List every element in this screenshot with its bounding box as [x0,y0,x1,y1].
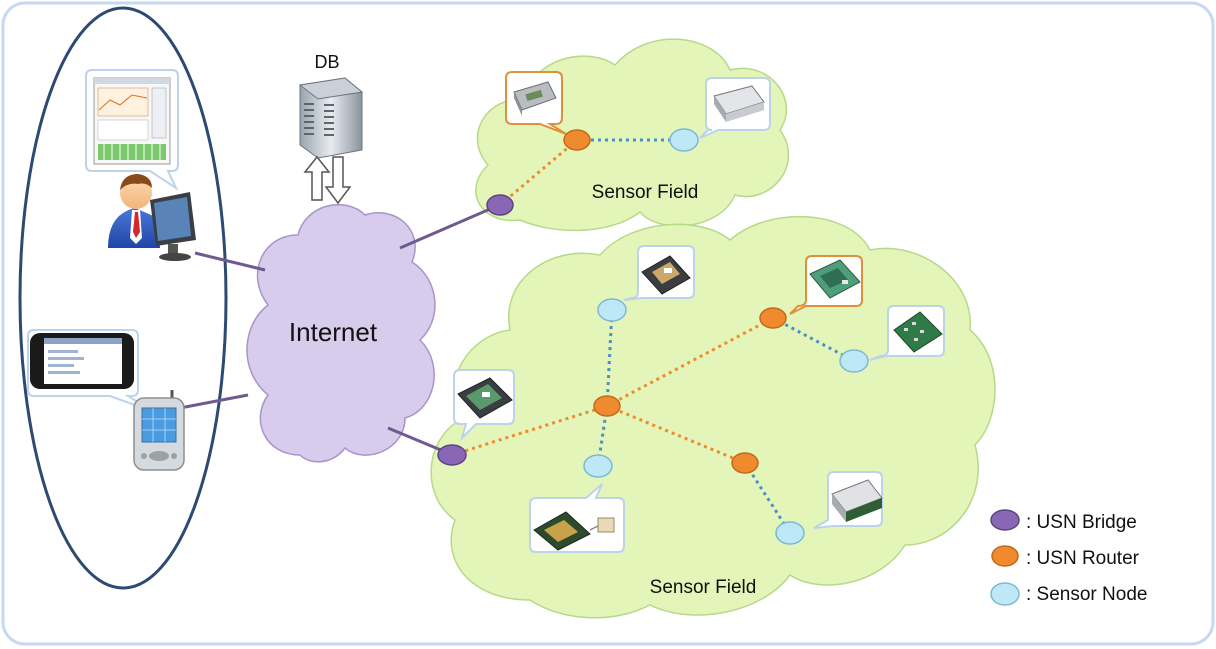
sensor-node-right [839,349,869,373]
sensor-node-bottom-right [775,521,805,545]
legend: : USN Bridge : USN Router : Sensor Node [990,509,1147,606]
client-group-ellipse [18,6,228,590]
usn-router-node-central [593,395,621,417]
link-internet-top-bridge [399,204,498,250]
network-nodes [437,128,869,545]
sensor-field-bottom-label: Sensor Field [650,577,757,598]
database-server-icon [298,77,364,159]
sensor-node-upper [597,298,627,322]
link-pc-internet [194,251,266,272]
usn-bridge-node-bottom [437,444,467,466]
sensor-device-icon [893,311,943,353]
sensor-device-icon [641,255,691,295]
legend-bridge-label: : USN Bridge [1026,512,1137,533]
device-callout-bridge [453,369,515,442]
device-callout-right-sensor [869,305,945,361]
mobile-screen-callout [27,329,155,413]
link-central-router-sensor-up [605,309,614,407]
device-callout-upper-router [789,255,863,315]
sensor-device-icon [831,479,883,522]
sensor-node-top [669,128,699,152]
db-sync-arrows-icon [303,155,352,205]
user-at-computer-icon [108,174,196,261]
usn-router-node-lower [731,452,759,474]
sensor-field-top-label: Sensor Field [592,182,699,203]
link-bridge-router-top [499,138,578,207]
sensor-node-lower [583,454,613,478]
legend-bridge-swatch [990,509,1020,531]
usn-router-node-upper [759,307,787,329]
pda-icon [133,390,185,471]
link-central-router-upper-router [606,316,774,408]
device-callout-lower-sensor [529,483,625,553]
internet-label: Internet [289,317,378,347]
link-pda-internet [179,393,249,410]
sensor-device-icon [533,511,615,551]
link-upper-router-sensor [772,316,855,363]
device-callout-upper-sensor [623,245,695,301]
usn-bridge-node-top [486,194,514,216]
legend-router-label: : USN Router [1026,548,1140,569]
db-label: DB [314,52,339,72]
sensor-device-icon [809,259,861,299]
legend-sensor-swatch [990,582,1020,606]
device-callout-top-router [505,71,567,135]
top-field-links [499,138,684,207]
mobile-screen-icon [44,338,122,384]
legend-router-swatch [991,545,1019,567]
link-bridge-central-router [451,404,608,457]
usn-router-node-top [563,129,591,151]
link-internet-bottom-bridge [387,426,449,455]
monitoring-screen-callout [85,69,179,191]
internet-cloud [246,203,436,463]
device-callout-top-sensor [699,77,771,139]
sensor-device-icon [513,81,557,116]
legend-sensor-label: : Sensor Node [1026,584,1147,605]
device-callout-lower-router [813,471,883,529]
wan-links [179,204,498,455]
sensor-device-icon [713,85,765,122]
sensor-device-icon [457,377,513,419]
